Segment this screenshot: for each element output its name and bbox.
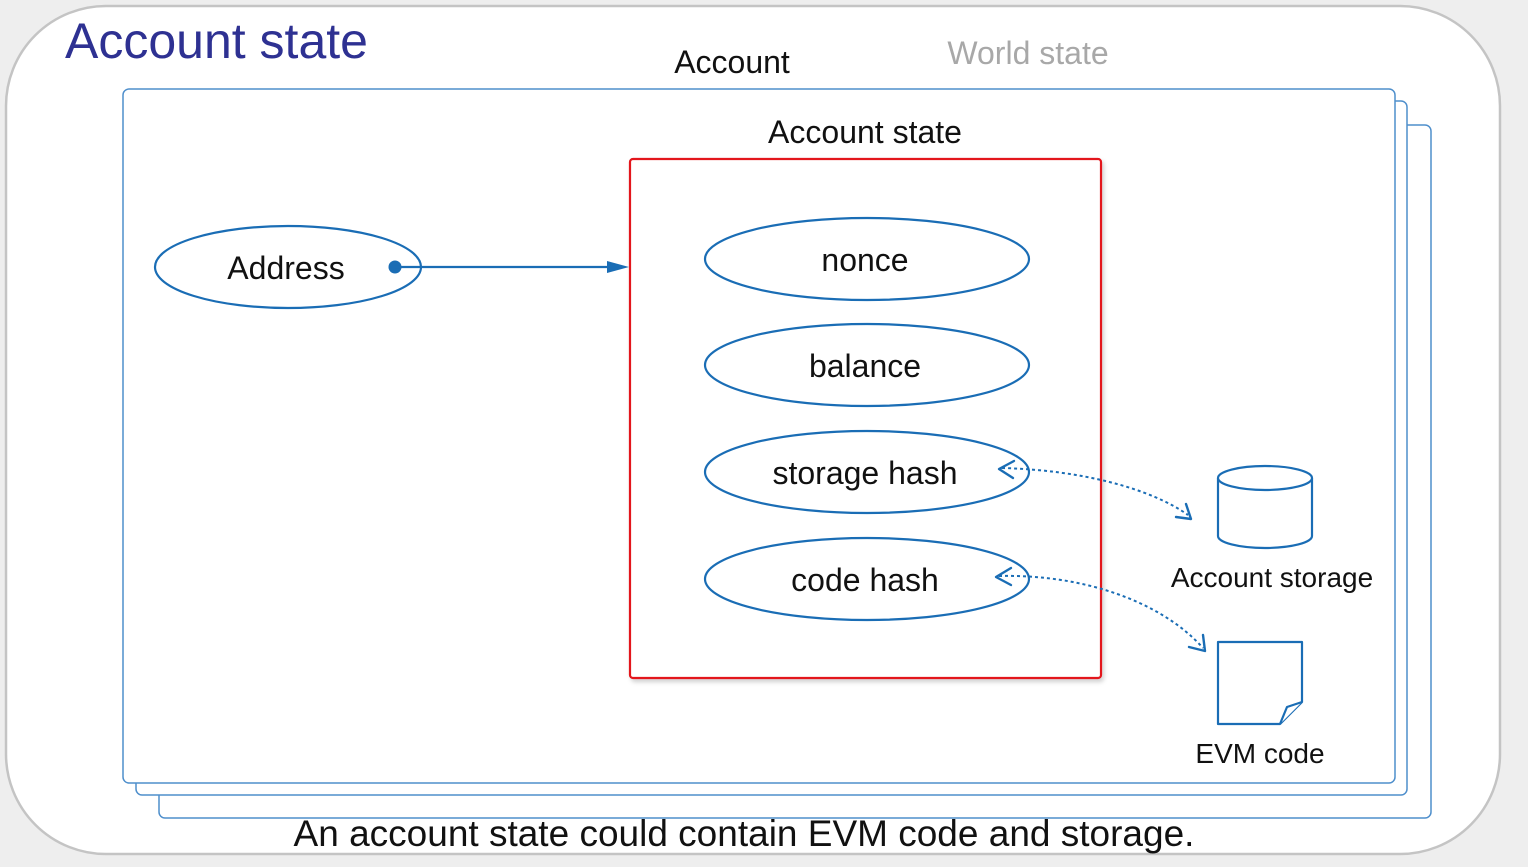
account-state-box [628, 157, 1103, 680]
document-fold [1278, 700, 1303, 725]
storage-link [997, 459, 1193, 521]
code-hash-ellipse [703, 536, 1031, 622]
balance-ellipse [703, 322, 1031, 408]
storage-hash-label: storage hash [772, 455, 957, 491]
storage-link-path [1001, 467, 1189, 516]
connector-arrowhead [607, 261, 629, 273]
address-label: Address [227, 250, 344, 286]
code-link-arrow-left [994, 566, 1013, 587]
account-label: Account [674, 44, 790, 80]
code-link-path [998, 574, 1204, 649]
cylinder-top [1216, 464, 1314, 492]
account-storage-label: Account storage [1171, 562, 1373, 593]
field-code-hash: code hash [703, 536, 1031, 622]
storage-hash-ellipse [703, 429, 1031, 515]
field-storage-hash: storage hash [703, 429, 1031, 515]
nonce-ellipse [703, 216, 1031, 302]
database-cylinder-icon [1216, 464, 1314, 550]
world-state-label: World state [947, 35, 1108, 71]
code-link [994, 566, 1207, 653]
storage-link-arrow-right [1174, 502, 1193, 521]
storage-link-arrow-left [997, 459, 1016, 480]
code-hash-label: code hash [791, 562, 939, 598]
code-link-arrow-right [1187, 633, 1207, 653]
slide-caption: An account state could contain EVM code … [294, 813, 1195, 854]
document-icon [1216, 640, 1304, 726]
address-node: Address [153, 224, 423, 310]
cylinder-body [1216, 478, 1314, 550]
slide-title: Account state [65, 13, 368, 69]
field-nonce: nonce [703, 216, 1031, 302]
nonce-label: nonce [821, 242, 908, 278]
evm-code-label: EVM code [1195, 738, 1324, 769]
balance-label: balance [809, 348, 921, 384]
account-state-label: Account state [768, 114, 962, 150]
field-balance: balance [703, 322, 1031, 408]
address-connector [388, 260, 629, 274]
